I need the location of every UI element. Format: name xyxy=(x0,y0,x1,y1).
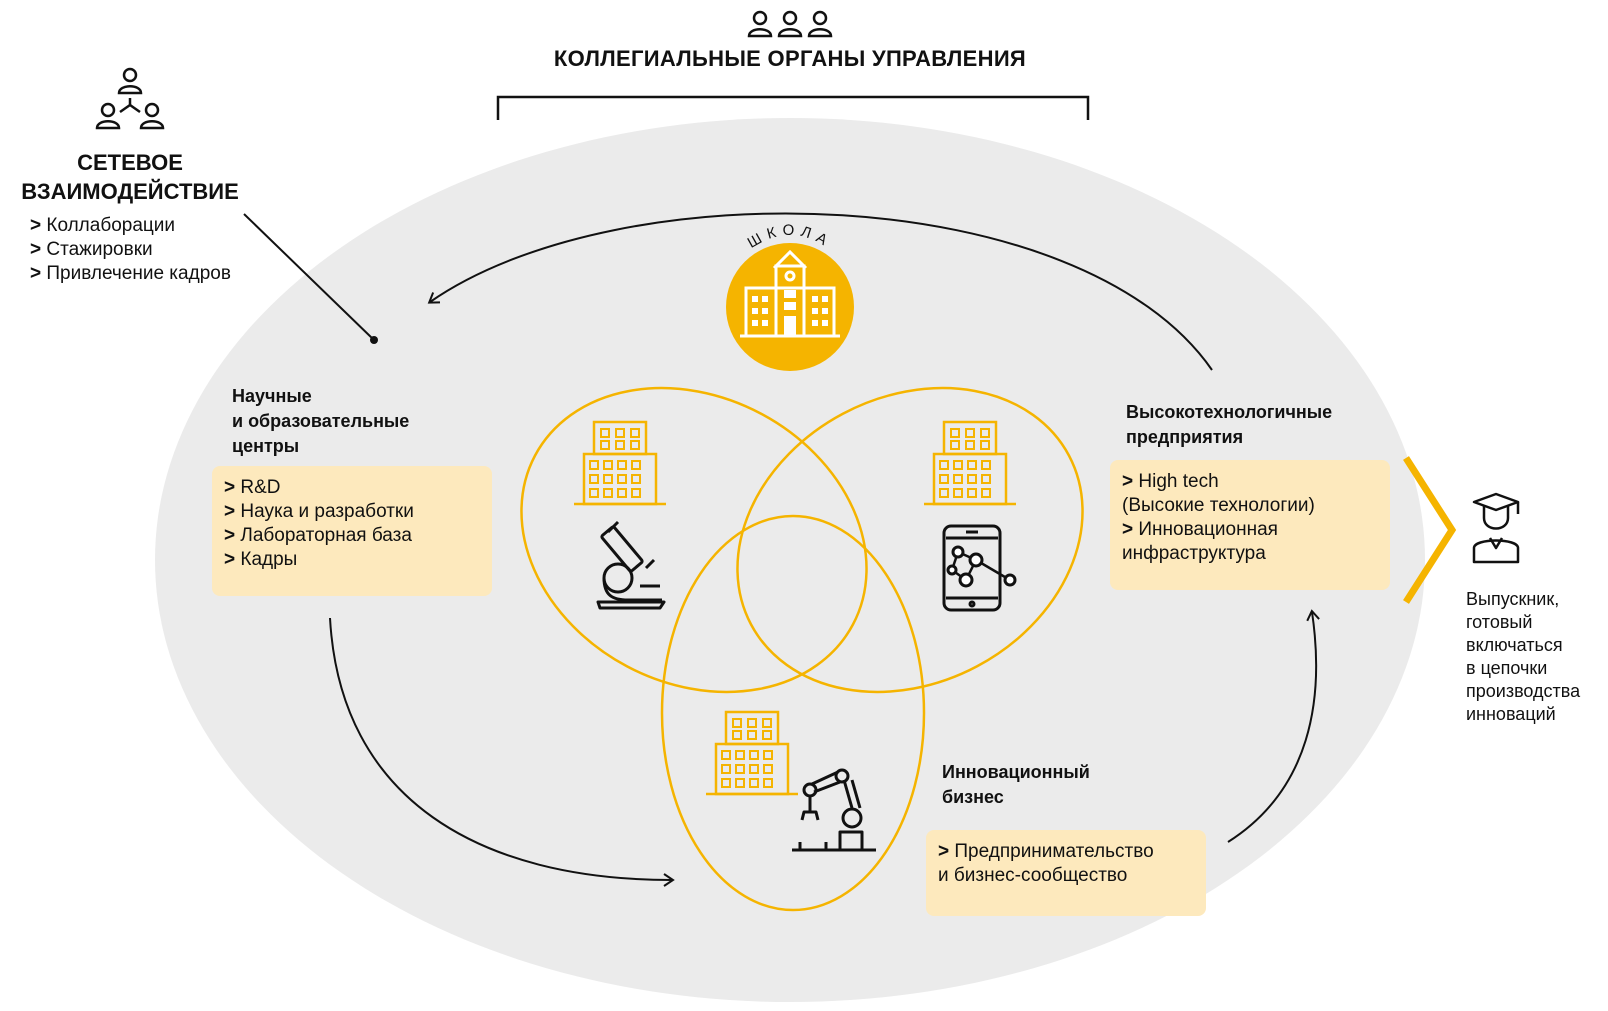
business-box: Предпринимательство и бизнес-сообщество xyxy=(926,830,1206,916)
business-label-line: Инновационный xyxy=(942,762,1090,782)
building-icon-business xyxy=(706,710,798,796)
science-item: Лабораторная база xyxy=(224,524,480,548)
hightech-label-line: Высокотехнологичные xyxy=(1126,402,1333,422)
building-icon-hightech xyxy=(924,420,1016,506)
three-people-icon xyxy=(747,10,833,38)
science-label: Научные и образовательные центры xyxy=(232,384,409,459)
science-item: Кадры xyxy=(224,548,480,572)
venn-ellipse-science xyxy=(520,386,868,694)
governance-bracket xyxy=(496,95,1090,120)
hightech-item: Инновационная xyxy=(1122,518,1378,542)
science-box: R&D Наука и разработки Лабораторная база… xyxy=(212,466,492,596)
graduate-line: включаться xyxy=(1466,635,1563,655)
network-list: Коллаборации Стажировки Привлечение кадр… xyxy=(30,214,231,286)
science-item: R&D xyxy=(224,476,480,500)
school-building-icon xyxy=(726,243,854,371)
network-title: СЕТЕВОЕ ВЗАИМОДЕЙСТВИЕ xyxy=(0,148,260,206)
network-title-line: ВЗАИМОДЕЙСТВИЕ xyxy=(21,179,239,204)
hightech-box: High tech (Высокие технологии) Инновацио… xyxy=(1110,460,1390,590)
hightech-label-line: предприятия xyxy=(1126,427,1244,447)
network-item: Привлечение кадров xyxy=(30,262,231,286)
graduate-caption: Выпускник, готовый включаться в цепочки … xyxy=(1466,588,1606,726)
venn-ellipse-hightech xyxy=(736,386,1084,694)
arrow-business-to-hightech xyxy=(1227,609,1320,843)
network-item: Стажировки xyxy=(30,238,231,262)
business-item-cont: и бизнес-сообщество xyxy=(938,865,1128,886)
venn-ellipse-business xyxy=(660,514,926,912)
graduate-line: в цепочки xyxy=(1466,658,1548,678)
building-icon-science xyxy=(574,420,666,506)
hightech-item-cont: инфраструктура xyxy=(1122,543,1266,564)
output-chevron xyxy=(1403,456,1457,604)
science-label-line: центры xyxy=(232,436,300,456)
network-title-line: СЕТЕВОЕ xyxy=(77,150,183,175)
robot-arm-icon xyxy=(792,768,876,852)
arrow-science-to-business xyxy=(329,617,675,887)
governance-title: КОЛЛЕГИАЛЬНЫЕ ОРГАНЫ УПРАВЛЕНИЯ xyxy=(553,46,1027,71)
network-connector-dot xyxy=(370,336,378,344)
graduate-line: инноваций xyxy=(1466,704,1556,724)
network-people-icon xyxy=(95,67,165,130)
business-label: Инновационный бизнес xyxy=(942,760,1090,810)
smartphone-network-icon xyxy=(942,524,1017,612)
science-item: Наука и разработки xyxy=(224,500,480,524)
arrow-hightech-to-science xyxy=(427,212,1213,371)
graduate-icon xyxy=(1472,492,1520,564)
science-label-line: Научные xyxy=(232,386,312,406)
graduate-line: Выпускник, xyxy=(1466,589,1560,609)
ecosystem-ellipse xyxy=(155,118,1425,1002)
network-item: Коллаборации xyxy=(30,214,231,238)
graduate-line: готовый xyxy=(1466,612,1533,632)
network-connector xyxy=(243,213,375,341)
business-label-line: бизнес xyxy=(942,787,1004,807)
microscope-icon xyxy=(596,520,666,610)
hightech-label: Высокотехнологичные предприятия xyxy=(1126,400,1332,450)
hightech-item: High tech xyxy=(1122,470,1378,494)
science-label-line: и образовательные xyxy=(232,411,410,431)
graduate-line: производства xyxy=(1466,681,1581,701)
business-item: Предпринимательство xyxy=(938,840,1194,864)
hightech-item-cont: (Высокие технологии) xyxy=(1122,495,1315,516)
